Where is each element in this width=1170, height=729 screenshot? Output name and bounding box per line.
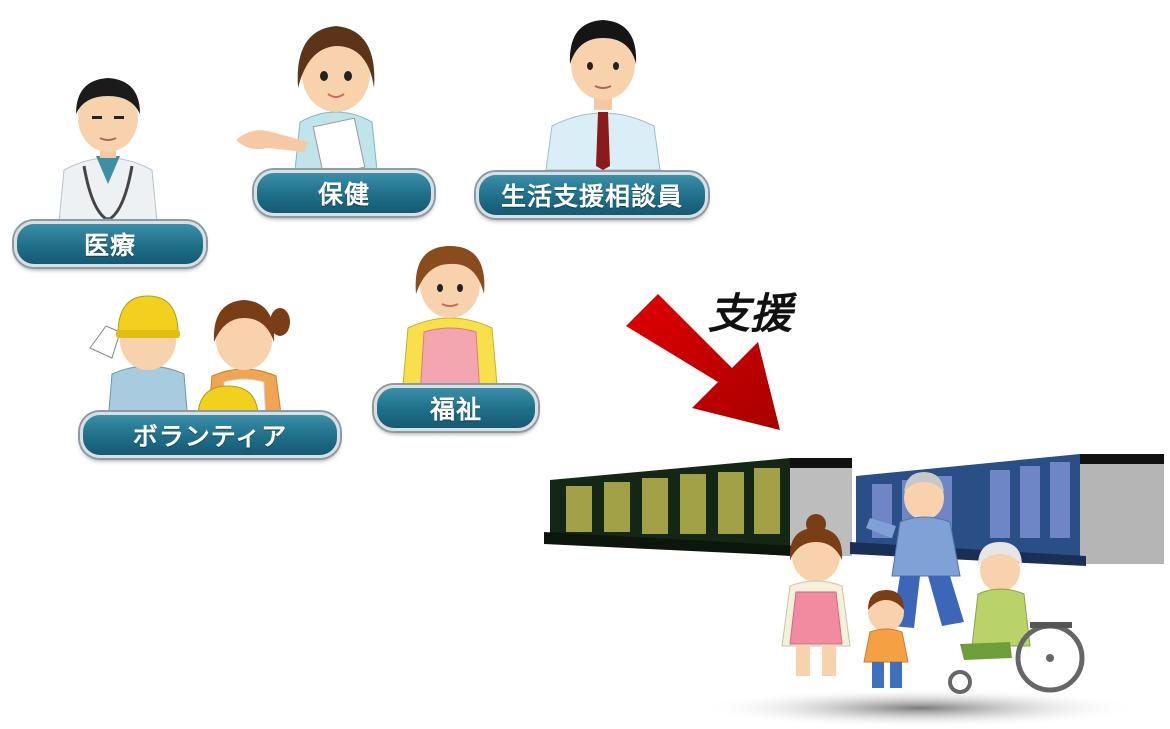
role-label-health: 保健 — [254, 170, 434, 216]
doctor-figure — [48, 62, 168, 232]
support-label: 支援 — [708, 289, 793, 338]
volunteers-figure — [88, 282, 298, 422]
role-label-medical: 医療 — [14, 221, 206, 267]
role-label-consultant: 生活支援相談員 — [476, 172, 708, 218]
child-figure — [863, 590, 909, 688]
health-nurse-figure — [232, 10, 412, 180]
welfare-worker-figure — [390, 236, 510, 396]
community-scene — [544, 454, 1164, 728]
support-arrow-icon — [626, 294, 780, 430]
consultant-figure — [538, 8, 668, 170]
role-label-welfare: 福祉 — [374, 385, 538, 431]
caregiver-woman-figure — [781, 514, 851, 676]
left-building — [544, 458, 852, 556]
role-label-volunteer: ボランティア — [80, 412, 340, 458]
wheelchair-user-figure — [948, 542, 1085, 694]
elderly-man-figure — [866, 472, 964, 628]
